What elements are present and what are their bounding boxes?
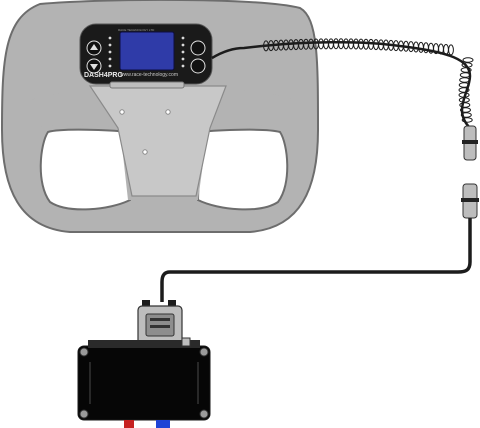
logger-box [77, 337, 211, 428]
coil-ring [443, 43, 449, 55]
coil-ring [460, 67, 472, 73]
led-column-left [108, 36, 112, 68]
coil-ring [418, 41, 424, 53]
coil-ring [338, 38, 344, 50]
led-column-right [181, 36, 185, 68]
coil-ring [458, 92, 470, 98]
coil-ring [460, 112, 472, 118]
coil-ring [343, 38, 349, 50]
hub-bolt [119, 109, 125, 115]
coil-ring [358, 38, 364, 50]
coil-ring [423, 42, 429, 54]
coil-ring [333, 38, 339, 50]
coil-ring [323, 38, 329, 50]
dash-header-text: RACE TECHNOLOGY LTD [118, 28, 155, 32]
box-screw [199, 409, 209, 419]
coil-ring [318, 38, 324, 50]
minus-button-icon [190, 58, 206, 74]
dash-brand-text: DASH4PRO [84, 72, 123, 79]
port-blue [156, 420, 170, 428]
dash-url-text: www.race-technology.com [120, 72, 178, 78]
coil-ring [461, 117, 473, 123]
coil-ring [458, 87, 470, 93]
coil-ring [328, 38, 334, 50]
coil-ring [458, 97, 470, 103]
display-mount-tab [109, 81, 185, 89]
port-red [124, 420, 134, 428]
coil-ring [459, 72, 471, 78]
coil-ring [459, 107, 471, 113]
coil-ring [459, 77, 471, 83]
dash4pro-display [79, 23, 213, 89]
hub-bolt [142, 149, 148, 155]
box-screw [199, 347, 209, 357]
coil-ring [462, 57, 474, 63]
db9-connector [137, 300, 183, 347]
box-screw [79, 409, 89, 419]
inline-connector [461, 125, 479, 219]
coil-ring [459, 102, 471, 108]
coil-rings [263, 38, 474, 123]
steering-hub-plate [88, 85, 227, 197]
coil-ring [448, 44, 454, 56]
coil-ring [363, 38, 369, 50]
coil-ring [458, 82, 470, 88]
box-screw [79, 347, 89, 357]
coil-ring [461, 62, 473, 68]
plus-button-icon [190, 40, 206, 56]
straight-cable [160, 218, 472, 302]
display-screen [119, 31, 175, 71]
hub-bolt [165, 109, 171, 115]
coil-ring [348, 38, 354, 50]
coil-ring [353, 38, 359, 50]
